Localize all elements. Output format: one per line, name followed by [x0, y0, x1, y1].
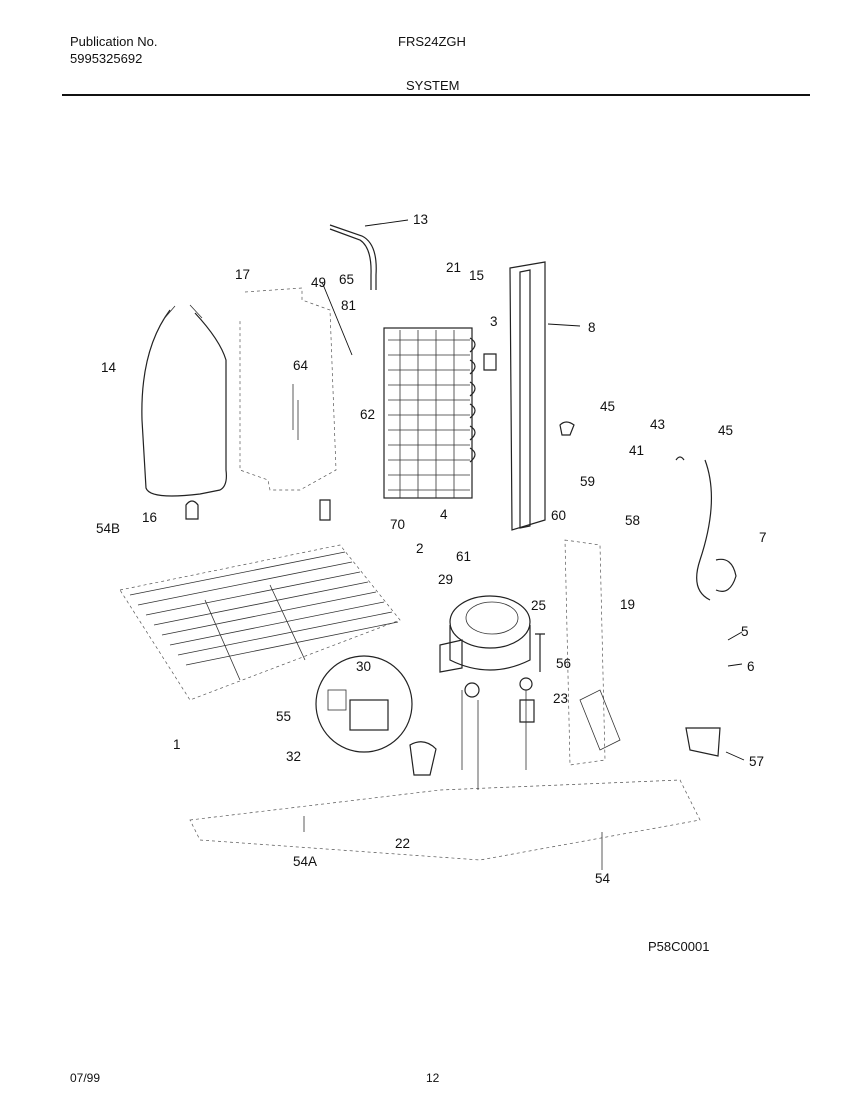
compressor-drawing [439, 595, 533, 790]
callout-22: 22 [395, 836, 410, 851]
callout-16: 16 [142, 510, 157, 525]
callout-14: 14 [101, 360, 117, 375]
callout-17: 17 [235, 267, 250, 282]
callout-65: 65 [339, 272, 354, 287]
publication-label: Publication No. [70, 34, 158, 49]
callout-41: 41 [629, 443, 644, 458]
callout-45: 45 [600, 399, 615, 414]
callout-54: 54 [595, 871, 611, 886]
base-pan-drawing [189, 779, 701, 861]
callout-81: 81 [341, 298, 356, 313]
callout-25: 25 [531, 598, 546, 613]
callout-1: 1 [173, 737, 181, 752]
illustration-code: P58C0001 [648, 939, 710, 954]
callout-58: 58 [625, 513, 640, 528]
callout-59: 59 [580, 474, 595, 489]
callout-62: 62 [360, 407, 375, 422]
small-parts-drawing [185, 281, 745, 870]
capillary-tube-drawing [329, 219, 409, 290]
bolt-drawing [535, 633, 545, 672]
callout-19: 19 [620, 597, 635, 612]
footer-date: 07/99 [70, 1071, 101, 1085]
callout-61: 61 [456, 549, 471, 564]
relay-inset-drawing [315, 655, 413, 753]
header-rule [62, 94, 810, 96]
model-number: FRS24ZGH [398, 34, 466, 49]
callout-54B: 54B [96, 521, 120, 536]
callout-45b: 45 [718, 423, 733, 438]
callout-57: 57 [749, 754, 764, 769]
evaporator-coil-drawing [383, 327, 476, 499]
callout-8: 8 [588, 320, 596, 335]
callout-2: 2 [416, 541, 424, 556]
callout-labels: 13 17 49 65 21 15 81 3 8 14 64 62 45 43 … [96, 212, 767, 886]
callout-54A: 54A [293, 854, 317, 869]
callout-70: 70 [390, 517, 405, 532]
side-bracket-drawing [564, 539, 621, 766]
section-title: SYSTEM [406, 78, 460, 93]
callout-29: 29 [438, 572, 453, 587]
callout-23: 23 [553, 691, 568, 706]
suction-line-drawing [141, 304, 227, 497]
cover-panel-drawing [239, 287, 337, 491]
callout-49: 49 [311, 275, 326, 290]
publication-number: 5995325692 [70, 51, 143, 66]
tubing-drawing [696, 459, 737, 601]
channel-bracket-drawing [509, 261, 581, 531]
callout-4: 4 [440, 507, 448, 522]
callout-15: 15 [469, 268, 484, 283]
callout-30: 30 [356, 659, 371, 674]
grille-drawing [119, 544, 401, 701]
callout-5: 5 [741, 624, 749, 639]
callout-55: 55 [276, 709, 291, 724]
callout-13: 13 [413, 212, 428, 227]
page-number: 12 [426, 1071, 440, 1085]
callout-60: 60 [551, 508, 566, 523]
callout-64: 64 [293, 358, 309, 373]
callout-43: 43 [650, 417, 665, 432]
callout-21: 21 [446, 260, 461, 275]
callout-3: 3 [490, 314, 498, 329]
callout-6: 6 [747, 659, 755, 674]
callout-7: 7 [759, 530, 767, 545]
callout-56: 56 [556, 656, 571, 671]
callout-32: 32 [286, 749, 301, 764]
